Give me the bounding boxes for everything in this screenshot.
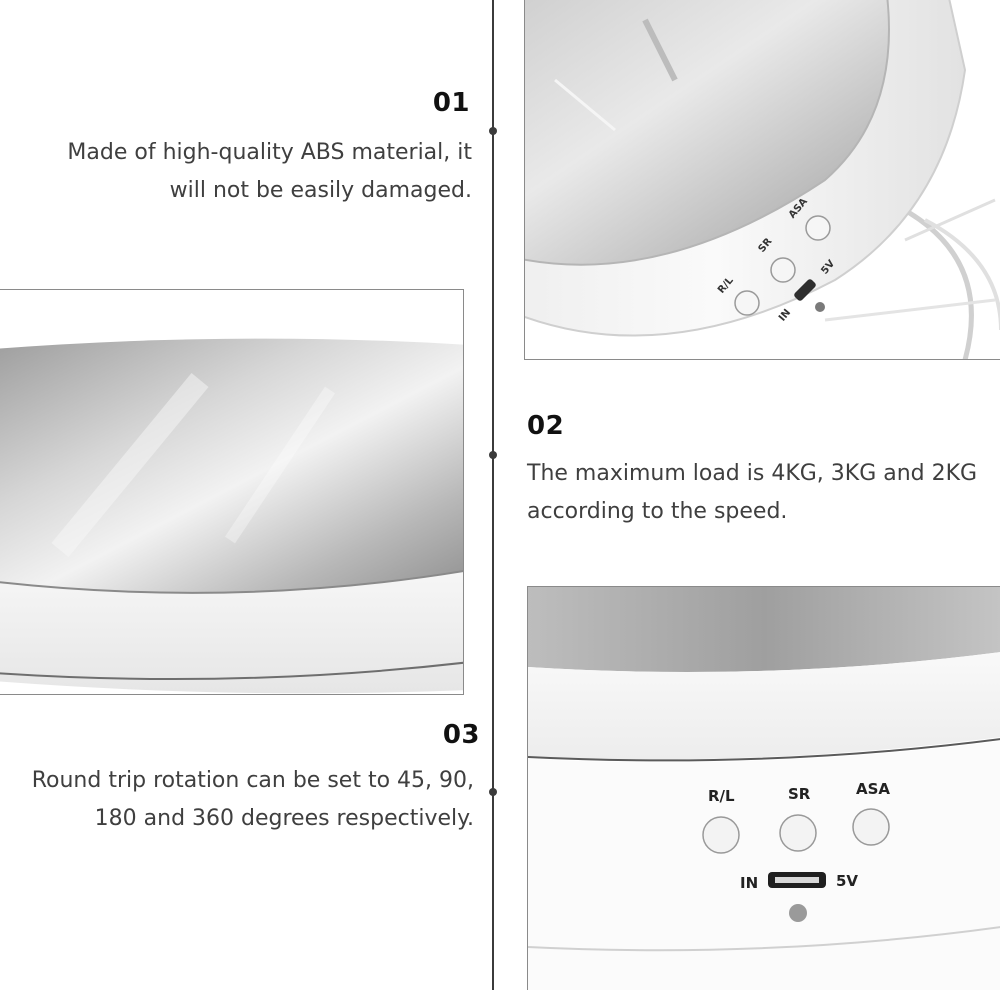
feature-number-01: 01 <box>432 88 470 118</box>
label-sr: SR <box>788 785 811 803</box>
feature-text-03-line-2: 180 and 360 degrees respectively. <box>94 806 474 831</box>
product-photo-controls: R/L SR ASA IN 5V <box>527 586 1000 990</box>
feature-text-02-line-2: according to the speed. <box>527 499 788 524</box>
label-rl: R/L <box>708 787 735 805</box>
timeline-dot-3 <box>489 788 497 796</box>
timeline-line <box>492 0 494 990</box>
product-photo-angled: R/L SR ASA IN 5V <box>524 0 1000 360</box>
feature-text-01-line-1: Made of high-quality ABS material, it <box>67 140 472 165</box>
feature-text-02: The maximum load is 4KG, 3KG and 2KG acc… <box>527 455 997 531</box>
label-in: IN <box>740 874 759 892</box>
label-asa: ASA <box>856 780 891 798</box>
product-photo-mirror <box>0 289 464 695</box>
timeline-dot-1 <box>489 127 497 135</box>
feature-number-03: 03 <box>442 720 480 750</box>
feature-text-03: Round trip rotation can be set to 45, 90… <box>4 762 474 838</box>
feature-number-02: 02 <box>527 411 565 441</box>
feature-text-03-line-1: Round trip rotation can be set to 45, 90… <box>31 768 474 793</box>
feature-text-02-line-1: The maximum load is 4KG, 3KG and 2KG <box>527 461 978 486</box>
label-5v: 5V <box>836 872 859 890</box>
feature-text-01: Made of high-quality ABS material, it wi… <box>10 134 472 210</box>
timeline-dot-2 <box>489 451 497 459</box>
feature-text-01-line-2: will not be easily damaged. <box>169 178 472 203</box>
